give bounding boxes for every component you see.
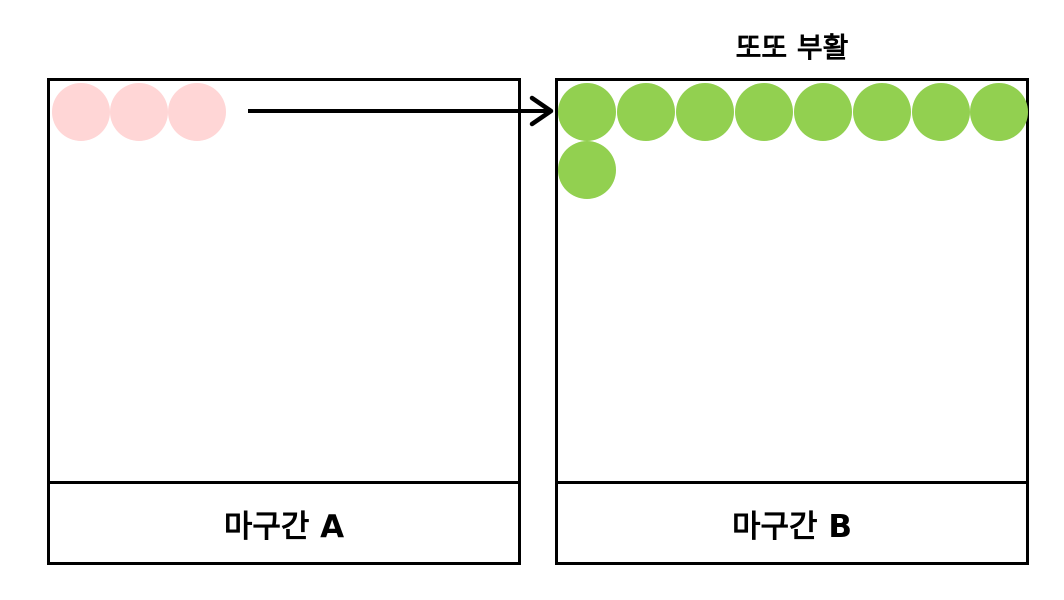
active-circle xyxy=(794,83,852,141)
active-circle xyxy=(617,83,675,141)
active-circle xyxy=(558,83,616,141)
transfer-arrow xyxy=(248,95,554,127)
active-circle xyxy=(912,83,970,141)
active-circle xyxy=(970,83,1028,141)
stable-a-label: 마구간 A xyxy=(223,508,345,545)
active-circle xyxy=(853,83,911,141)
faded-circle xyxy=(110,83,168,141)
arrow-head xyxy=(529,95,554,127)
faded-circle xyxy=(168,83,226,141)
active-circle xyxy=(735,83,793,141)
faded-circle xyxy=(52,83,110,141)
label-divider xyxy=(558,481,1026,484)
active-circle xyxy=(558,141,616,199)
stable-b-box: 마구간 B xyxy=(555,78,1029,565)
stable-a-box: 마구간 A xyxy=(47,78,521,565)
active-circle xyxy=(676,83,734,141)
diagram-title: 또또 부활 xyxy=(735,31,849,64)
stable-b-label: 마구간 B xyxy=(732,508,852,545)
label-divider xyxy=(50,481,518,484)
